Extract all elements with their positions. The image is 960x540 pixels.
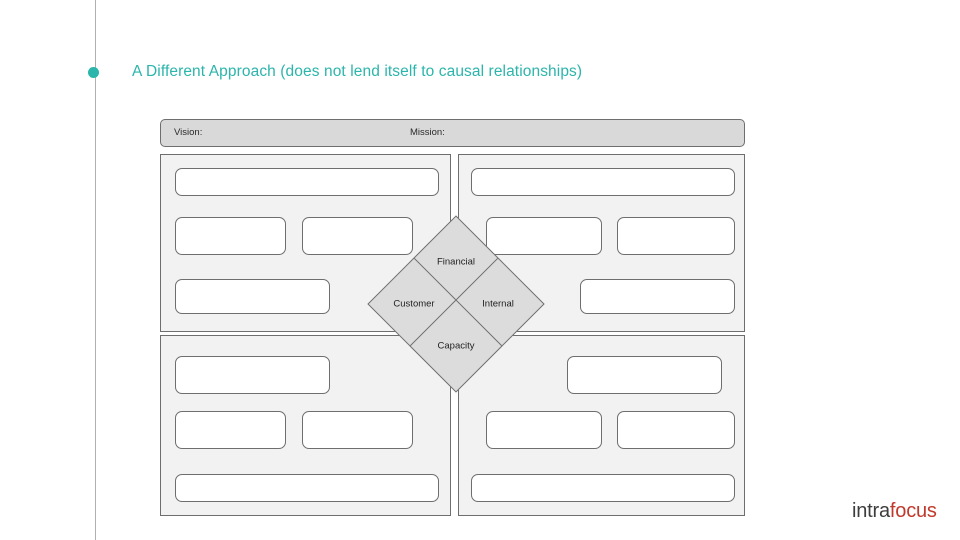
slot-box[interactable] — [175, 217, 286, 255]
vision-label: Vision: — [174, 127, 203, 138]
page-title: A Different Approach (does not lend itse… — [132, 63, 583, 80]
mission-label: Mission: — [410, 127, 445, 138]
logo-text-intra: intra — [852, 500, 890, 522]
slot-box[interactable] — [175, 411, 286, 449]
panel-top-right — [458, 154, 745, 332]
slot-box[interactable] — [175, 474, 439, 502]
slot-box[interactable] — [486, 411, 602, 449]
slot-box[interactable] — [302, 217, 413, 255]
strategy-map-diagram: Vision: Mission: Financial Customer — [160, 119, 747, 516]
intrafocus-logo: intrafocus — [852, 500, 937, 523]
slot-box[interactable] — [471, 474, 735, 502]
logo-text-focus: focus — [889, 500, 937, 522]
panel-top-left — [160, 154, 451, 332]
slot-box[interactable] — [471, 168, 735, 196]
slot-box[interactable] — [580, 279, 735, 314]
vision-mission-bar[interactable]: Vision: Mission: — [160, 119, 745, 147]
slot-box[interactable] — [175, 279, 330, 314]
slot-box[interactable] — [617, 411, 735, 449]
panel-bottom-left — [160, 335, 451, 516]
slot-box[interactable] — [175, 168, 439, 196]
bullet-icon — [88, 66, 99, 78]
slot-box[interactable] — [302, 411, 413, 449]
slot-box[interactable] — [175, 356, 330, 394]
slot-box[interactable] — [486, 217, 602, 255]
slot-box[interactable] — [617, 217, 735, 255]
slide-title-row: A Different Approach (does not lend itse… — [88, 58, 582, 86]
left-vertical-rule — [95, 0, 96, 540]
slot-box[interactable] — [567, 356, 722, 394]
panel-bottom-right — [458, 335, 745, 516]
